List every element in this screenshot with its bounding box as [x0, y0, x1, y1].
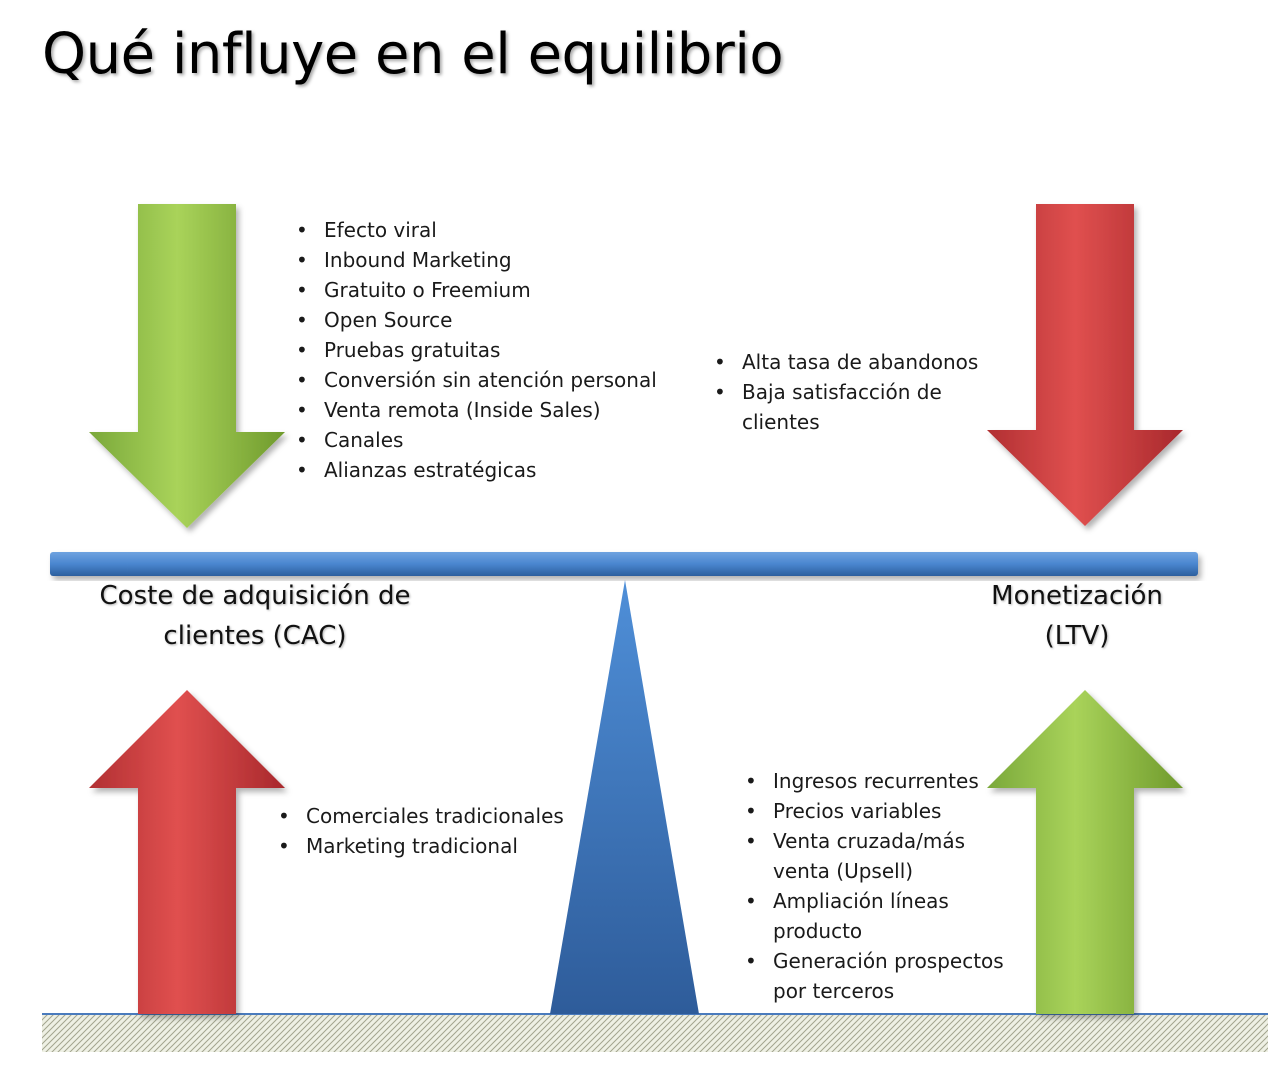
list-item: Ingresos recurrentes: [743, 766, 1013, 796]
list-item: Conversión sin atención personal: [294, 365, 657, 395]
list-item: Marketing tradicional: [276, 831, 564, 861]
list-item: Open Source: [294, 305, 657, 335]
list-item: Generación prospectos por terceros: [743, 946, 1013, 1006]
cac-down-arrow: [89, 204, 285, 528]
cac-label-line2: clientes (CAC): [163, 621, 347, 651]
ltv-up-arrow: [987, 690, 1183, 1014]
list-item: Comerciales tradicionales: [276, 801, 564, 831]
cac-increasers-list: Comerciales tradicionalesMarketing tradi…: [276, 801, 564, 861]
balance-beam: [50, 552, 1198, 576]
list-item: Precios variables: [743, 796, 1013, 826]
list-item: Alta tasa de abandonos: [712, 347, 982, 377]
list-item: Baja satisfacción de clientes: [712, 377, 982, 437]
list-item: Inbound Marketing: [294, 245, 657, 275]
list-item: Alianzas estratégicas: [294, 455, 657, 485]
ltv-increasers-list: Ingresos recurrentesPrecios variablesVen…: [743, 766, 1013, 1006]
list-item: Efecto viral: [294, 215, 657, 245]
list-item: Ampliación líneas producto: [743, 886, 1013, 946]
ltv-label-line1: Monetización: [991, 581, 1163, 611]
ltv-label: Monetización (LTV): [957, 576, 1197, 656]
cac-label: Coste de adquisición de clientes (CAC): [70, 576, 440, 656]
list-item: Canales: [294, 425, 657, 455]
ltv-down-arrow: [987, 204, 1183, 526]
cac-reducers-list: Efecto viralInbound MarketingGratuito o …: [294, 215, 657, 485]
ltv-label-line2: (LTV): [1044, 621, 1110, 651]
list-item: Pruebas gratuitas: [294, 335, 657, 365]
list-item: Gratuito o Freemium: [294, 275, 657, 305]
cac-up-arrow: [89, 690, 285, 1014]
fulcrum: [550, 580, 699, 1014]
slide-title: Qué influye en el equilibrio: [42, 22, 784, 87]
ltv-reducers-list: Alta tasa de abandonosBaja satisfacción …: [712, 347, 982, 437]
list-item: Venta cruzada/más venta (Upsell): [743, 826, 1013, 886]
cac-label-line1: Coste de adquisición de: [99, 581, 411, 611]
ground: [42, 1014, 1268, 1052]
list-item: Venta remota (Inside Sales): [294, 395, 657, 425]
